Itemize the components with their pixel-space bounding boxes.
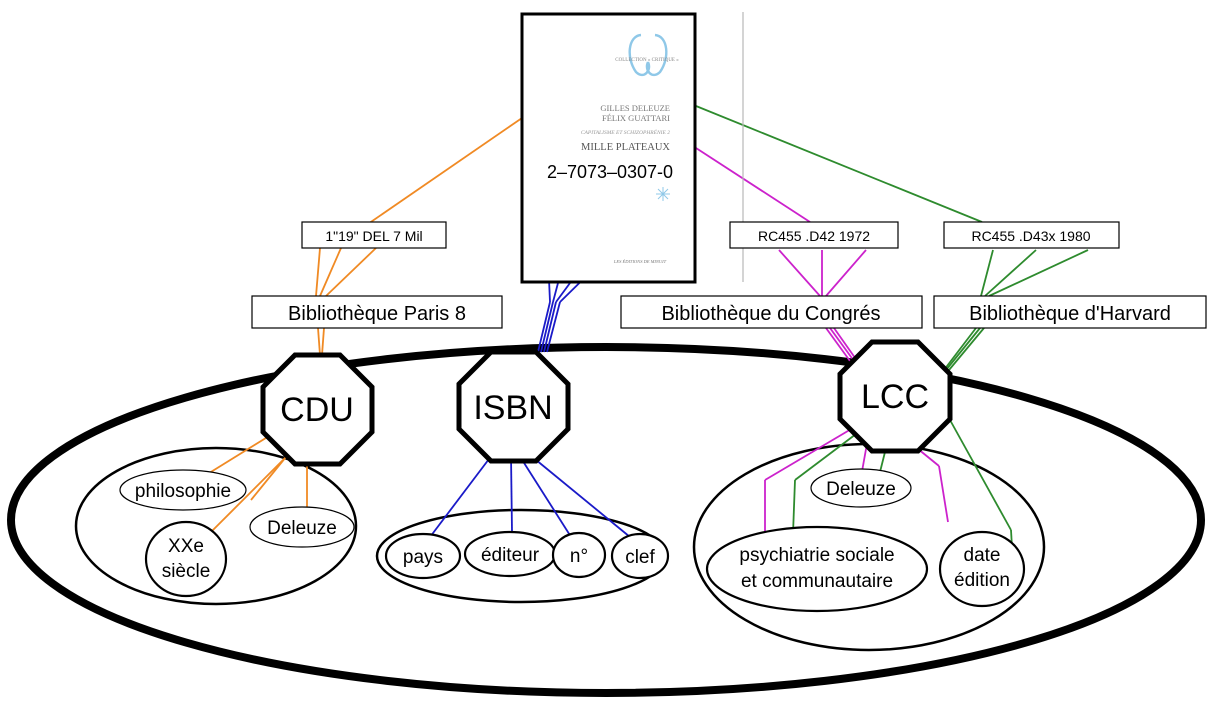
callnumber-congres: RC455 .D42 1972 (729, 221, 899, 249)
cdu-philosophie: philosophie (119, 469, 247, 511)
library-paris8: Bibliothèque Paris 8 (251, 295, 503, 329)
cover-collection: COLLECTION « CRITIQUE » (615, 58, 679, 63)
cdu-philosophie-label: philosophie (135, 481, 231, 502)
cover-author-2: FÉLIX GUATTARI (602, 113, 670, 123)
isbn-numero: n° (551, 531, 607, 579)
isbn-numero-label: n° (570, 546, 588, 567)
cdu-siecle: XXe siècle (144, 520, 228, 598)
isbn-clef: clef (610, 532, 670, 580)
lcc-deleuze: Deleuze (810, 468, 912, 508)
collection-logo-icon (628, 33, 668, 77)
isbn-editeur-label: éditeur (481, 545, 540, 566)
cdu-siecle-line1: XXe (168, 536, 204, 557)
library-congres-label: Bibliothèque du Congrés (661, 303, 880, 325)
cover-isbn: 2–7073–0307-0 (547, 162, 673, 182)
cover-series: CAPITALISME ET SCHIZOPHRÉNIE 2 (581, 128, 670, 136)
lcc-psychiatrie-line2: et communautaire (741, 571, 893, 592)
cover-publisher: LES ÉDITIONS DE MINUIT (613, 259, 667, 264)
library-congres: Bibliothèque du Congrés (620, 295, 923, 329)
lcc-octagon: LCC (837, 339, 953, 454)
lcc-date-edition: date édition (938, 530, 1026, 608)
callnumber-congres-label: RC455 .D42 1972 (758, 228, 870, 244)
cover-author-1: GILLES DELEUZE (600, 103, 670, 113)
library-harvard: Bibliothèque d'Harvard (933, 295, 1207, 329)
congres-links (695, 147, 949, 536)
lcc-date-line1: date (964, 545, 1001, 566)
cdu-siecle-line2: siècle (162, 561, 211, 582)
callnumber-paris8-label: 1"19" DEL 7 Mil (325, 228, 422, 244)
isbn-label: ISBN (473, 389, 552, 427)
library-paris8-label: Bibliothèque Paris 8 (288, 303, 466, 325)
lcc-date-line2: édition (954, 570, 1010, 591)
book-cover: COLLECTION « CRITIQUE » GILLES DELEUZE F… (520, 12, 697, 284)
lcc-deleuze-label: Deleuze (826, 479, 896, 500)
library-harvard-label: Bibliothèque d'Harvard (969, 303, 1171, 325)
lcc-label: LCC (861, 378, 929, 416)
publisher-star-icon (656, 187, 670, 201)
isbn-clef-label: clef (625, 547, 655, 568)
isbn-editeur: éditeur (463, 530, 557, 578)
cdu-octagon: CDU (260, 352, 375, 467)
isbn-octagon: ISBN (456, 349, 571, 464)
paris8-links (202, 117, 523, 541)
isbn-pays-label: pays (403, 547, 443, 568)
cdu-deleuze-label: Deleuze (267, 518, 337, 539)
callnumber-harvard-label: RC455 .D43x 1980 (971, 228, 1090, 244)
cdu-deleuze: Deleuze (249, 506, 355, 548)
lcc-psychiatrie-line1: psychiatrie sociale (739, 545, 894, 566)
harvard-links (695, 105, 1089, 566)
outer-ellipse (7, 343, 1205, 697)
callnumber-paris8: 1"19" DEL 7 Mil (301, 221, 447, 249)
cdu-label: CDU (280, 391, 354, 429)
lcc-psychiatrie: psychiatrie sociale et communautaire (705, 525, 929, 613)
isbn-pays: pays (384, 532, 462, 580)
callnumber-harvard: RC455 .D43x 1980 (943, 221, 1120, 249)
cover-title: MILLE PLATEAUX (581, 142, 670, 153)
